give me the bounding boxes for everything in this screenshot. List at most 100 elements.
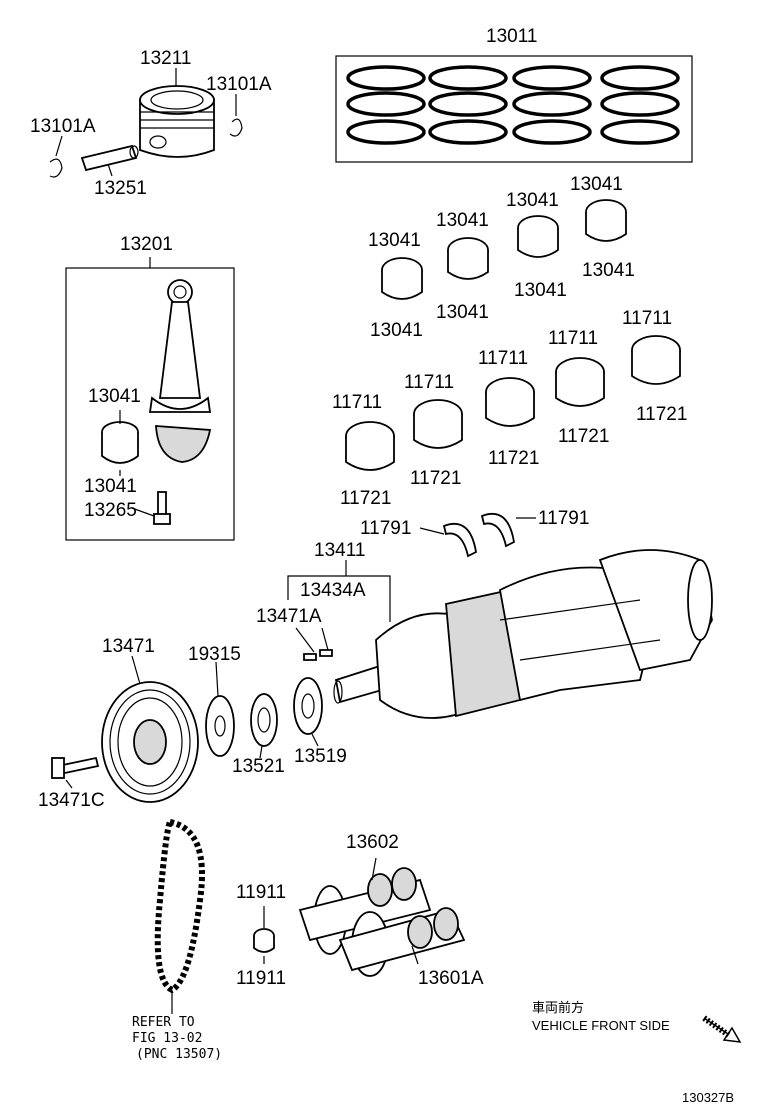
piston-ring — [346, 65, 426, 91]
refer-note-line1: REFER TO — [132, 1015, 195, 1030]
label-11721-a: 11721 — [340, 488, 391, 509]
label-11911-top: 11911 — [236, 882, 286, 903]
piston-pin — [80, 144, 139, 172]
notes: REFER TO FIG 13-02 (PNC 13507) 車両前方 VEHI… — [132, 1000, 734, 1105]
bearing-body — [447, 250, 489, 280]
rod-bearing-shell — [381, 257, 423, 300]
label-13041-c2: 13041 — [514, 280, 567, 301]
label-11711-b: 11711 — [404, 372, 454, 393]
crank-key-right — [319, 649, 333, 657]
label-13041-a2: 13041 — [370, 320, 423, 341]
piston-ring — [600, 119, 680, 145]
label-13601a: 13601A — [418, 968, 484, 989]
label-11911-bottom: 11911 — [236, 968, 286, 989]
label-19315: 19315 — [188, 644, 241, 665]
camshaft-bearing — [253, 928, 275, 953]
piston-ring — [600, 91, 680, 117]
label-13411: 13411 — [314, 540, 365, 561]
bearing-body — [413, 414, 463, 449]
label-13041-c1: 13041 — [506, 190, 559, 211]
piston-ring — [512, 65, 592, 91]
thrust-washer-left — [442, 522, 477, 558]
thrust-washer-right — [480, 512, 515, 548]
oil-pump-drive-gear — [250, 693, 278, 747]
crankshaft-bracket — [287, 575, 391, 622]
crank-pulley — [101, 681, 199, 803]
label-13471c: 13471C — [38, 790, 105, 811]
timing-chain — [154, 818, 205, 994]
rod-bearing-shell — [517, 215, 559, 258]
snap-ring-right — [229, 118, 243, 137]
pulley-bolt — [51, 756, 100, 779]
label-13434a: 13434A — [300, 580, 366, 601]
refer-note-line2: FIG 13-02 — [132, 1031, 202, 1046]
label-13471: 13471 — [102, 636, 155, 657]
camshaft-exhaust — [338, 907, 466, 977]
main-bearing-shell — [555, 357, 605, 407]
label-11711-c: 11711 — [478, 348, 528, 369]
label-11791-right: 11791 — [538, 508, 589, 529]
bearing-body — [631, 350, 681, 385]
refer-note-line3: (PNC 13507) — [136, 1047, 222, 1062]
piston-ring — [512, 119, 592, 145]
rod-bearing-shell — [447, 237, 489, 280]
piston-ring-set — [335, 55, 693, 163]
main-bearing-shell — [485, 377, 535, 427]
camshaft-intake — [298, 867, 432, 955]
figure-id: 130327B — [682, 1090, 734, 1105]
vehicle-front-jp: 車両前方 — [532, 1000, 584, 1015]
label-11721-c: 11721 — [488, 448, 539, 469]
label-11711-a: 11711 — [332, 392, 382, 413]
label-13521: 13521 — [232, 756, 285, 777]
bearing-body — [585, 212, 627, 242]
label-11721-e: 11721 — [636, 404, 687, 425]
label-11721-b: 11721 — [410, 468, 461, 489]
bearing-body — [381, 270, 423, 300]
vehicle-front-arrow — [702, 1015, 742, 1043]
label-13041-b1: 13041 — [436, 210, 489, 231]
piston-ring — [512, 91, 592, 117]
crank-key-left — [303, 653, 317, 661]
label-11721-d: 11721 — [558, 426, 609, 447]
piston-ring — [428, 65, 508, 91]
label-13041-d2: 13041 — [582, 260, 635, 281]
conrod-bolt — [153, 491, 171, 525]
piston — [139, 85, 215, 158]
label-13201: 13201 — [120, 234, 173, 255]
part-labels: 13011 13211 13101A 13101A 13251 13201 13… — [30, 26, 687, 989]
bearing-body — [517, 228, 559, 258]
rod-bearing-shell — [585, 199, 627, 242]
label-13041-rod-bottom: 13041 — [84, 476, 137, 497]
label-13211: 13211 — [140, 48, 191, 69]
label-13011: 13011 — [486, 26, 537, 47]
label-13471a: 13471A — [256, 606, 322, 627]
label-13041-d1: 13041 — [570, 174, 623, 195]
snap-ring-left — [49, 158, 63, 178]
piston-ring — [346, 119, 426, 145]
piston-ring — [600, 65, 680, 91]
main-bearing-shell — [345, 421, 395, 471]
bearing-body — [345, 436, 395, 471]
label-13041-b2: 13041 — [436, 302, 489, 323]
label-13041-rod-top: 13041 — [88, 386, 141, 407]
label-13519: 13519 — [294, 746, 347, 767]
piston-ring — [428, 119, 508, 145]
label-13265: 13265 — [84, 500, 137, 521]
label-13251: 13251 — [94, 178, 147, 199]
crank-timing-sprocket — [293, 677, 323, 735]
sensor-plate — [205, 695, 235, 757]
piston-ring — [346, 91, 426, 117]
label-13101a-right: 13101A — [206, 74, 272, 95]
piston-ring-box — [335, 55, 693, 163]
connecting-rod — [148, 279, 212, 463]
main-bearing-shell — [413, 399, 463, 449]
label-11791-left: 11791 — [360, 518, 411, 539]
label-13602: 13602 — [346, 832, 399, 853]
vehicle-front-en: VEHICLE FRONT SIDE — [532, 1018, 670, 1033]
bearing-body — [555, 372, 605, 407]
crankshaft — [333, 549, 713, 719]
label-11711-d: 11711 — [548, 328, 598, 349]
label-13041-a1: 13041 — [368, 230, 421, 251]
piston-ring — [428, 91, 508, 117]
